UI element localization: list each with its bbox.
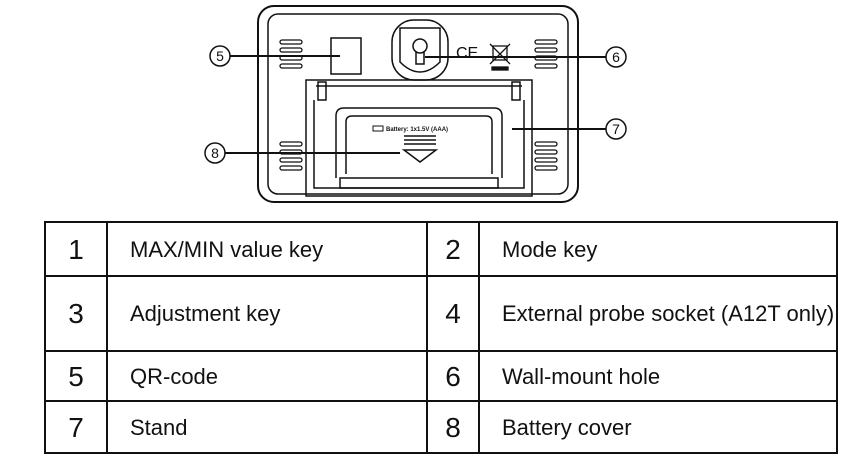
part-number: 3	[44, 275, 108, 352]
callout-7: 7	[512, 118, 627, 140]
part-number: 5	[44, 350, 108, 402]
part-label: External probe socket (A12T only)	[478, 275, 838, 352]
part-label: QR-code	[106, 350, 428, 402]
part-label: Mode key	[478, 221, 838, 277]
table-row: 5 QR-code 6 Wall-mount hole	[44, 350, 838, 402]
callout-6: 6	[425, 46, 627, 68]
part-label: Stand	[106, 400, 428, 454]
battery-cover	[335, 107, 503, 189]
part-label: Battery cover	[478, 400, 838, 454]
battery-icon	[372, 125, 384, 132]
table-row: 3 Adjustment key 4 External probe socket…	[44, 275, 838, 352]
battery-label: Battery: 1x1.5V (AAA)	[386, 127, 448, 133]
part-label: Wall-mount hole	[478, 350, 838, 402]
stand	[305, 79, 533, 197]
parts-legend-table: 1 MAX/MIN value key 2 Mode key 3 Adjustm…	[44, 221, 838, 454]
callout-8: 8	[204, 142, 400, 164]
vent-slots	[279, 39, 558, 171]
part-number: 1	[44, 221, 108, 277]
device-rear-view-diagram: CE Battery: 1x1.5V (AAA)	[0, 0, 865, 212]
svg-text:7: 7	[612, 121, 620, 137]
part-number: 8	[426, 400, 480, 454]
part-number: 6	[426, 350, 480, 402]
wall-mount-hole	[391, 19, 449, 81]
part-label: MAX/MIN value key	[106, 221, 428, 277]
svg-text:8: 8	[211, 145, 219, 161]
part-number: 4	[426, 275, 480, 352]
callout-5: 5	[209, 45, 340, 67]
svg-text:6: 6	[612, 49, 620, 65]
device-body	[257, 5, 579, 203]
part-number: 7	[44, 400, 108, 454]
part-number: 2	[426, 221, 480, 277]
table-row: 1 MAX/MIN value key 2 Mode key	[44, 221, 838, 277]
ce-mark: CE	[456, 45, 478, 62]
svg-text:5: 5	[216, 48, 224, 64]
part-label: Adjustment key	[106, 275, 428, 352]
weee-bin-icon	[489, 43, 511, 71]
table-row: 7 Stand 8 Battery cover	[44, 400, 838, 454]
